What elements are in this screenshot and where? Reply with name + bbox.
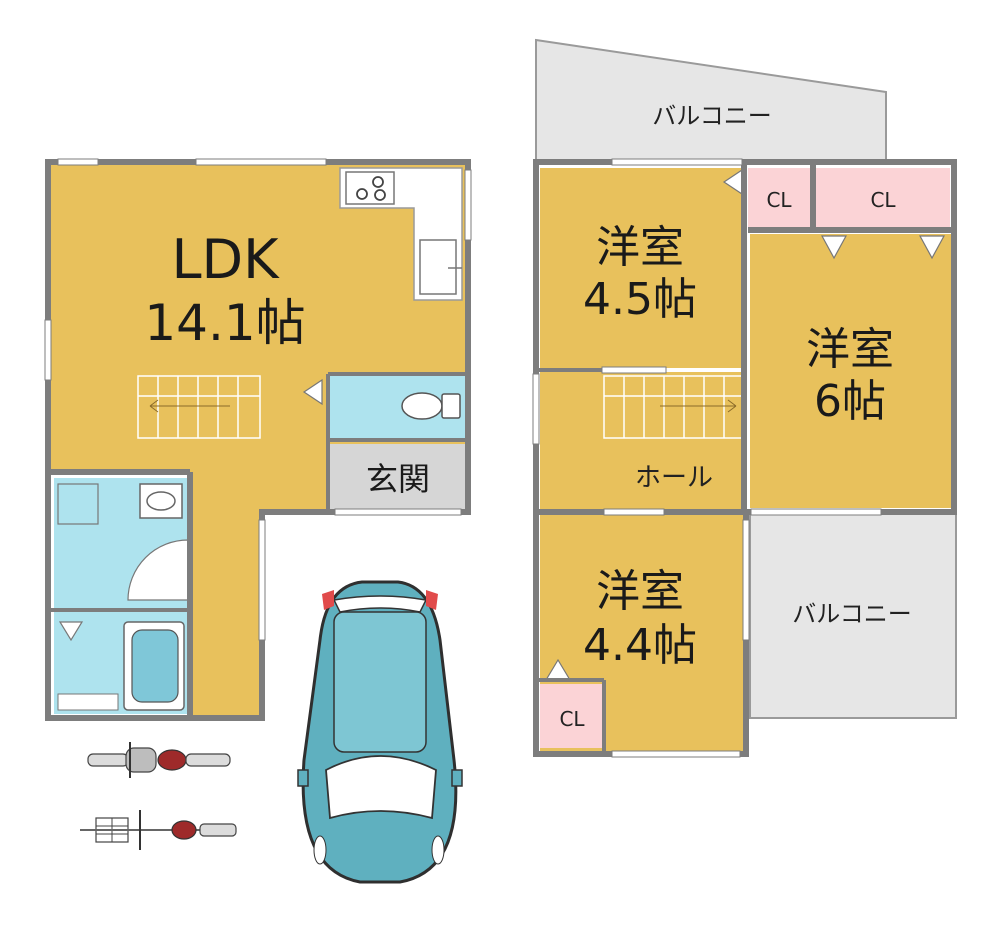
closet-c-label: CL bbox=[559, 707, 585, 731]
room-c-size: 4.4帖 bbox=[583, 620, 697, 671]
stairs-upper bbox=[603, 375, 747, 439]
bathtub-icon bbox=[123, 621, 185, 711]
room-c-label: 洋室 bbox=[596, 566, 684, 617]
balcony-right-label: バルコニー bbox=[792, 600, 912, 628]
closet-a-label: CL bbox=[766, 188, 792, 212]
balcony-top-label: バルコニー bbox=[652, 102, 772, 130]
room-b-floor bbox=[750, 234, 952, 508]
balcony-right bbox=[749, 511, 957, 719]
ldk-size: 14.1帖 bbox=[144, 294, 305, 352]
sink-icon bbox=[419, 239, 462, 295]
ldk-label: LDK bbox=[171, 228, 280, 291]
walls-ground bbox=[45, 159, 471, 721]
room-a-size: 4.5帖 bbox=[583, 274, 697, 325]
stairs-ground bbox=[137, 375, 261, 439]
windows-ground bbox=[44, 158, 472, 641]
entrance-label: 玄関 bbox=[366, 460, 430, 498]
door-triangle bbox=[58, 621, 84, 642]
washbasin-icon bbox=[139, 483, 183, 519]
closet-a bbox=[748, 168, 810, 228]
balcony-top bbox=[535, 38, 887, 163]
entrance-area bbox=[330, 444, 466, 510]
door-triangle bbox=[302, 378, 323, 406]
ldk-floor bbox=[48, 162, 468, 718]
room-a-label: 洋室 bbox=[596, 222, 684, 273]
windows-upper bbox=[532, 158, 882, 758]
closet-c bbox=[540, 684, 604, 748]
room-b-label: 洋室 bbox=[806, 324, 894, 375]
door-swing bbox=[127, 539, 189, 601]
stove-icon bbox=[345, 171, 395, 205]
bicycle-icon bbox=[80, 810, 237, 850]
washing-machine bbox=[57, 483, 99, 525]
toilet-icon bbox=[401, 392, 461, 420]
car-icon bbox=[297, 580, 463, 884]
room-a-floor bbox=[540, 168, 744, 368]
closet-b bbox=[816, 168, 950, 228]
closet-b-label: CL bbox=[870, 188, 896, 212]
ground-floor: 玄関 bbox=[44, 158, 472, 721]
upper-floor: バルコニー バルコニー CL CL CL bbox=[532, 38, 957, 758]
hall-label: ホール bbox=[635, 463, 713, 493]
motorcycle-icon bbox=[87, 742, 231, 778]
room-b-size: 6帖 bbox=[814, 376, 886, 427]
